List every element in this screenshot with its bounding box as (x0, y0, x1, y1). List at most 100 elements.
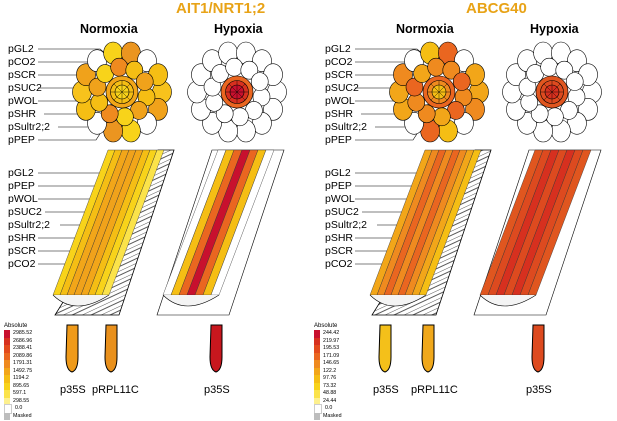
legend-row: 97.76 (314, 375, 352, 383)
condition-normoxia-left: Normoxia (80, 22, 138, 36)
cortex-cell (240, 60, 259, 80)
legend-value: 597.1 (13, 390, 27, 396)
legend-swatch (4, 367, 10, 375)
cortex-cell (530, 104, 549, 124)
label-shr: pSHR (325, 232, 354, 244)
label-gl2: pGL2 (325, 43, 351, 55)
label-scr: pSCR (325, 245, 354, 257)
label-co2: pCO2 (325, 258, 353, 270)
vascular-wall (236, 83, 246, 93)
label-wol: pWOL (8, 95, 38, 107)
label-pep: pPEP (325, 180, 352, 192)
legend-swatch (314, 375, 320, 383)
cortex-cell (417, 104, 436, 124)
label-shr: pSHR (325, 108, 354, 120)
legend-value: 1194.2 (13, 375, 29, 381)
legend-value: 146.65 (323, 360, 340, 366)
label-pep: pPEP (8, 180, 35, 192)
label-sultr22: pSultr2;2 (325, 121, 368, 133)
legend-row: 1492.75 (4, 367, 42, 375)
vascular-wall (551, 83, 561, 93)
legend-row: 1194.2 (4, 375, 42, 383)
label-sultr22: pSultr2;2 (8, 121, 51, 133)
cortex-cell (442, 60, 461, 80)
legend-swatch (4, 375, 10, 383)
legend-swatch (314, 367, 320, 375)
legend-row: 597.1 (4, 390, 42, 398)
legend-row: 895.65 (4, 382, 42, 390)
legend-swatch (314, 352, 320, 360)
label-wol: pWOL (325, 95, 355, 107)
legend-value: 2089.86 (13, 352, 33, 359)
legend-row: 2985.52 (4, 330, 42, 338)
cross-section-ait1-hypoxia (187, 41, 287, 143)
legend-value: 895.65 (13, 382, 30, 389)
legend-row: Masked (4, 412, 42, 420)
label-co2: pCO2 (8, 56, 36, 68)
label-co2: pCO2 (8, 258, 36, 270)
label-shr: pSHR (8, 108, 37, 120)
label-suc2: pSUC2 (325, 82, 359, 94)
longitudinal-root-abcg40-hypoxia (473, 149, 602, 316)
cortex-cell (110, 57, 128, 77)
legend-swatch (4, 412, 10, 420)
longitudinal-root-ait1-hypoxia (156, 149, 285, 316)
root-tip-abcg-hypoxia-p35s (531, 324, 545, 373)
cortex-cell (135, 72, 154, 91)
legend-row: 0.0 (4, 404, 42, 414)
cortex-cell (555, 60, 574, 80)
condition-normoxia-right: Normoxia (396, 22, 454, 36)
legend-value: 2985.52 (13, 330, 33, 336)
cortex-cell (540, 57, 558, 77)
legend-row: 73.32 (314, 382, 352, 390)
panel-title-ait1: AIT1/NRT1;2 (176, 0, 266, 17)
legend-swatch (314, 337, 320, 345)
legend-value: 97.76 (323, 375, 337, 381)
label-suc2: pSUC2 (8, 82, 42, 94)
label-scr: pSCR (325, 69, 354, 81)
root-tip-ait1-hypoxia-p35s (209, 324, 223, 373)
legend-value: 1492.75 (13, 367, 33, 374)
legend-swatch (314, 360, 320, 368)
root-tip-ait1-p35s (65, 324, 79, 373)
root-tips (65, 324, 545, 373)
legend-value: 2686.96 (13, 337, 33, 344)
cortex-cell (546, 107, 564, 127)
bottom-label-prpl11c: pRPL11C (92, 384, 139, 396)
label-suc2: pSUC2 (325, 206, 359, 218)
legend-title: Absolute (4, 323, 28, 329)
legend-row: Masked (314, 412, 352, 420)
cortex-cell (250, 72, 269, 91)
legend-swatch (314, 345, 320, 353)
legend-row: 122.2 (314, 367, 352, 375)
legend-row: 2089.86 (4, 352, 42, 360)
legend-row: 24.44 (314, 397, 352, 405)
legend-swatch (4, 397, 10, 405)
legend-value: 298.55 (13, 397, 30, 404)
legend-value: 24.44 (323, 397, 337, 404)
legend-row: 0.0 (314, 404, 352, 414)
legend-swatch (4, 345, 10, 353)
legend-swatch (314, 330, 320, 338)
legend-value: 73.32 (323, 382, 337, 389)
legend-swatch (4, 337, 10, 345)
legend-value: 219.97 (323, 337, 340, 344)
label-co2: pCO2 (325, 56, 353, 68)
label-scr: pSCR (8, 69, 37, 81)
bottom-label-p35s: p35S (60, 384, 86, 396)
legend-row: 171.09 (314, 352, 352, 360)
legend-value: 48.88 (323, 390, 337, 396)
label-sultr22: pSultr2;2 (8, 219, 51, 231)
cortex-cell (231, 107, 249, 127)
root-cap (162, 294, 220, 307)
label-wol: pWOL (8, 193, 38, 205)
legend-value: 195.53 (323, 345, 340, 351)
label-wol: pWOL (325, 193, 355, 205)
cortex-cell (116, 107, 134, 127)
legend-row: 298.55 (4, 397, 42, 405)
legend-value: 2388.41 (13, 345, 33, 351)
legend-value: 1791.31 (13, 360, 33, 366)
